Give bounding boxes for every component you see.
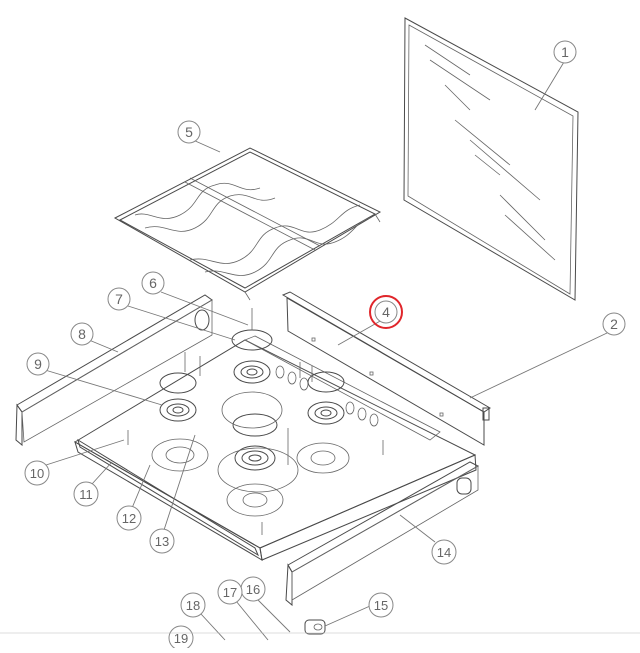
callout-4-text: 4	[382, 304, 390, 320]
callout-16-text: 16	[246, 582, 260, 597]
callout-1-text: 1	[561, 44, 569, 60]
callout-14-text: 14	[437, 545, 451, 560]
callout-17: 17	[217, 579, 243, 605]
callouts: 1 2 4 5 6 7 8 9 10 11 12 13 14 15 16 17 …	[24, 40, 626, 651]
screws	[127, 308, 384, 535]
callout-8-text: 8	[78, 326, 86, 342]
callout-15: 15	[368, 592, 394, 618]
callout-13-text: 13	[155, 534, 169, 549]
callout-7-text: 7	[115, 291, 123, 307]
callout-4: 4	[374, 300, 398, 324]
part-14-front-trim	[285, 461, 480, 607]
highlight-ring	[369, 295, 403, 329]
leader-lines	[44, 61, 608, 641]
callout-10-text: 10	[30, 466, 44, 481]
callout-10: 10	[24, 460, 50, 486]
part-8-left-side-panel	[15, 294, 213, 447]
part-11-front-rail	[77, 438, 260, 557]
callout-17-text: 17	[223, 585, 237, 600]
callout-19-text: 19	[174, 631, 188, 646]
callout-5-text: 5	[185, 124, 193, 140]
callout-13: 13	[149, 528, 175, 554]
callout-11-text: 11	[79, 487, 93, 502]
callout-12: 12	[116, 505, 142, 531]
callout-14: 14	[431, 539, 457, 565]
glass-reflection	[424, 44, 556, 261]
callout-11: 11	[73, 481, 99, 507]
burners	[151, 329, 350, 517]
callout-2: 2	[602, 312, 626, 336]
callout-6: 6	[141, 271, 165, 295]
callout-7: 7	[107, 287, 131, 311]
part-4-rear-panel	[281, 291, 491, 446]
callout-9-text: 9	[34, 356, 42, 372]
callout-1: 1	[553, 40, 577, 64]
part-1-glass-lid	[403, 17, 579, 301]
callout-18-text: 18	[186, 598, 200, 613]
callout-6-text: 6	[149, 275, 157, 291]
callout-5: 5	[177, 120, 201, 144]
callout-2-text: 2	[610, 316, 618, 332]
hob-body	[74, 335, 477, 561]
callout-15-text: 15	[374, 598, 388, 613]
callout-18: 18	[180, 592, 206, 618]
callout-12-text: 12	[122, 511, 136, 526]
callout-16: 16	[240, 576, 266, 602]
callout-9: 9	[26, 352, 50, 376]
callout-8: 8	[70, 322, 94, 346]
callout-19: 19	[168, 625, 194, 651]
part-5-pan-support	[113, 147, 382, 301]
part-15-gas-connector	[304, 619, 326, 635]
